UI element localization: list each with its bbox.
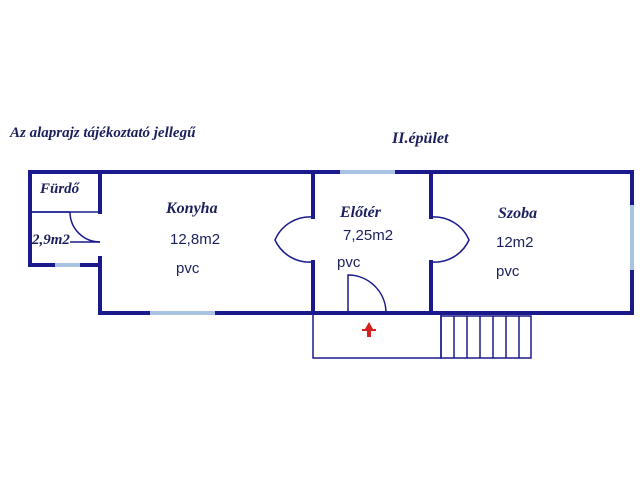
room-name-eloter: Előtér: [339, 204, 382, 221]
room-area-konyha: 12,8m2: [170, 231, 220, 248]
door-entrance: [347, 274, 387, 314]
door-eloter-szoba: [430, 216, 470, 263]
door-konyha-eloter: [274, 216, 314, 263]
room-floor-szoba: pvc: [496, 263, 520, 280]
room-area-eloter: 7,25m2: [343, 227, 393, 244]
room-area-furdo: 2,9m2: [31, 232, 70, 248]
porch: [312, 313, 442, 359]
windows: [55, 170, 634, 315]
entrance-arrow-icon: [362, 322, 376, 337]
door-furdo: [69, 211, 101, 243]
stairs: [440, 315, 532, 359]
disclaimer-note: Az alaprajz tájékoztató jellegű: [9, 125, 196, 141]
room-name-konyha: Konyha: [165, 200, 218, 217]
room-name-furdo: Fürdő: [39, 181, 81, 197]
room-area-szoba: 12m2: [496, 234, 534, 251]
room-name-szoba: Szoba: [498, 205, 537, 222]
doors: [30, 211, 470, 314]
room-floor-konyha: pvc: [176, 260, 200, 277]
room-floor-eloter: pvc: [337, 254, 361, 271]
building-label: II.épület: [391, 130, 449, 147]
outer-walls: [28, 170, 634, 315]
